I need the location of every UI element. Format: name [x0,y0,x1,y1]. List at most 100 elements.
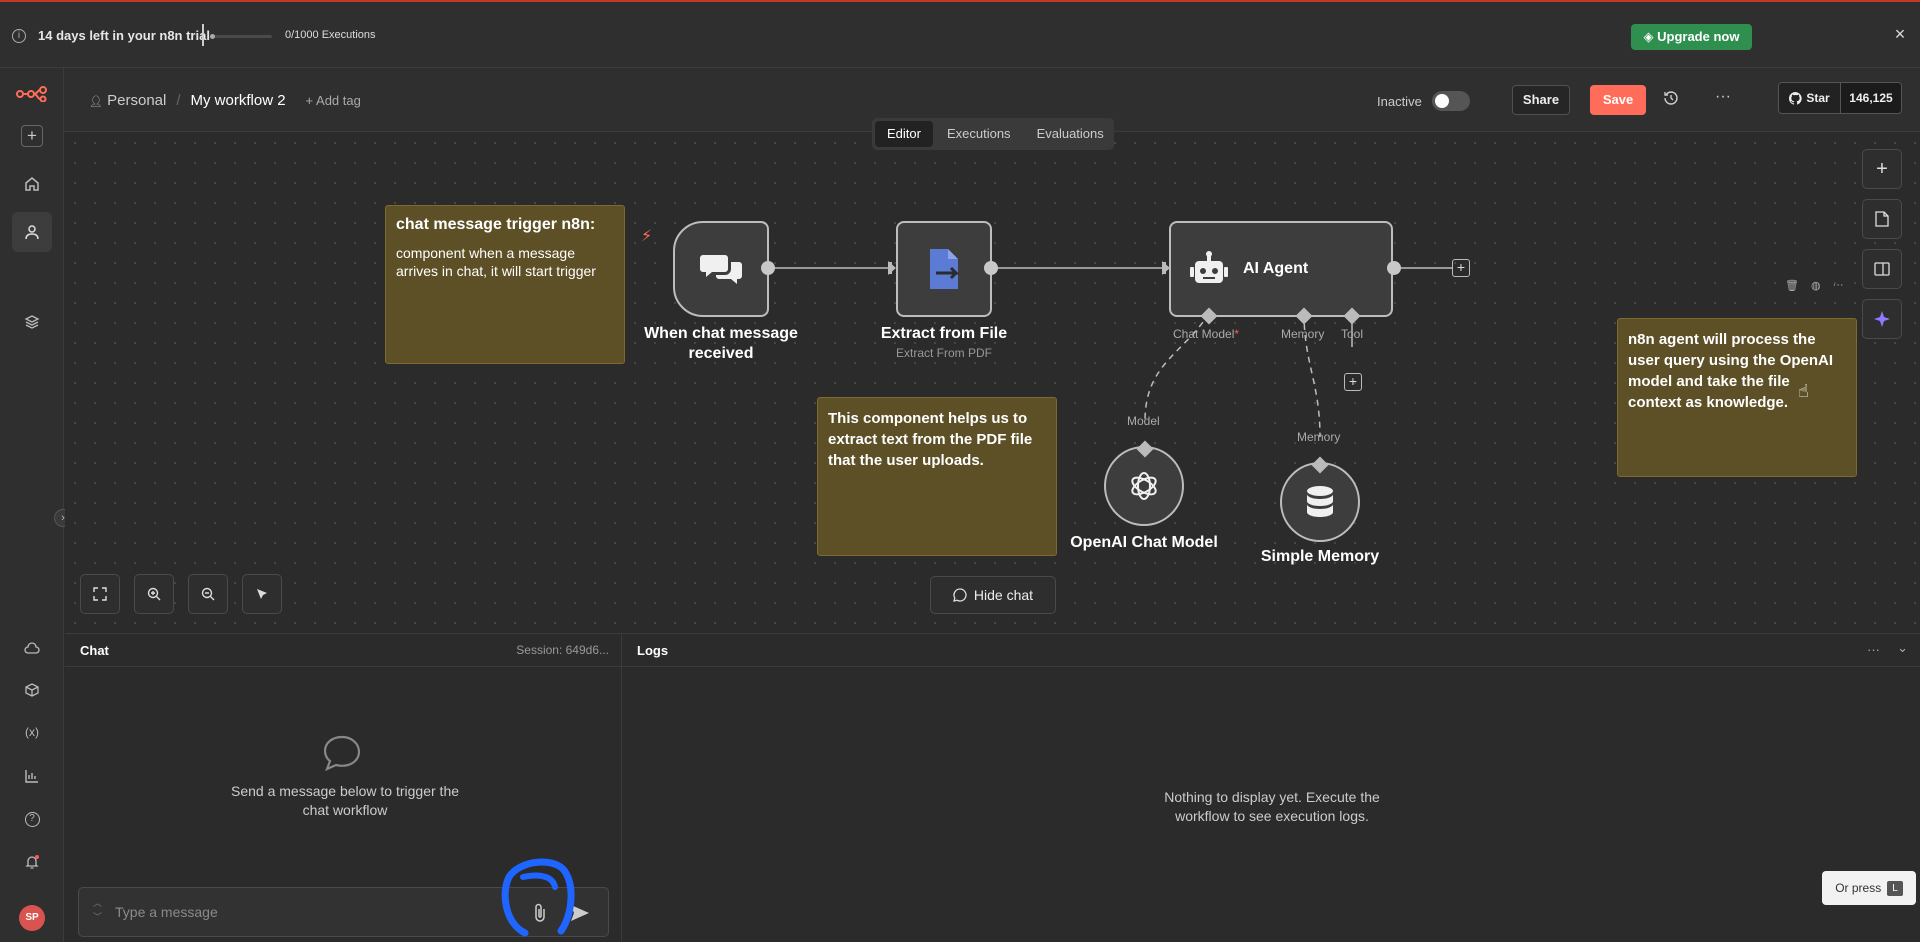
upgrade-label: Upgrade now [1657,29,1740,44]
node-extract-from-file[interactable] [896,221,992,317]
input-handle[interactable] [1162,262,1166,274]
node-label: AI Agent [1243,260,1309,277]
message-input[interactable] [115,902,495,922]
add-node-icon[interactable]: + [1862,149,1902,189]
port-label-memory-node: Memory [1297,430,1341,444]
cloud-icon[interactable] [12,628,52,668]
avatar[interactable]: SP [19,905,45,931]
database-icon [1307,486,1333,517]
ai-assistant-icon[interactable] [1862,299,1902,339]
required-mark: * [1234,327,1240,341]
logs-empty-text: Nothing to display yet. Execute the work… [1164,789,1380,824]
chevron-down-icon[interactable]: ⌄ [1897,640,1908,655]
hide-chat-button[interactable]: Hide chat [930,576,1056,614]
output-handle[interactable] [761,261,775,275]
session-id[interactable]: Session: 649d6... [516,643,609,657]
chat-header: Chat Session: 649d6... [65,634,621,667]
executions-progress [210,34,272,39]
sticky-note-agent[interactable]: n8n agent will process the user query us… [1617,318,1857,477]
insights-icon[interactable] [12,756,52,796]
bell-icon[interactable] [12,842,52,882]
executions-count: 0/1000 Executions [285,29,376,41]
tab-editor[interactable]: Editor [875,121,933,147]
sticky-toolbar: 🗑︎ ◍ ··· [1785,279,1895,295]
user-icon[interactable] [12,212,52,252]
tab-evaluations[interactable]: Evaluations [1036,126,1104,141]
lightning-icon: ⚡︎ [641,228,653,245]
github-icon [1789,91,1802,105]
port-label: Chat Model [1173,327,1235,341]
chat-panel: Chat Session: 649d6... Send a message be… [65,633,622,942]
node-chat-trigger[interactable] [673,221,769,317]
output-handle[interactable] [1387,261,1401,275]
panel-icon[interactable] [1862,249,1902,289]
sticky-title: chat message trigger n8n: [396,216,596,233]
zoom-in-icon[interactable] [134,574,174,614]
sticky-body: component when a message arrives in chat… [396,245,596,279]
breadcrumb-separator: / [176,92,181,109]
logs-panel: Logs ··· ⌄ Nothing to display yet. Execu… [622,633,1920,942]
toggle-knob [1435,94,1449,108]
save-button[interactable]: Save [1590,85,1646,115]
chat-title: Chat [80,643,109,658]
zoom-out-icon[interactable] [188,574,228,614]
add-tool-button[interactable]: + [1344,373,1362,391]
shortcut-hint: Or press L [1822,871,1916,905]
node-label: Extract from File [880,325,1008,342]
help-icon[interactable]: ? [12,799,52,839]
node-openai-chat-model[interactable] [1104,446,1184,526]
sticky-note-icon[interactable] [1862,199,1902,239]
close-icon[interactable]: × [1894,24,1906,44]
status-label: Inactive [1377,94,1422,109]
variables-icon[interactable]: (x) [25,725,39,739]
templates-icon[interactable] [12,670,52,710]
node-label: When chat message received [644,325,798,362]
palette-icon[interactable]: ◍ [1810,280,1821,292]
send-icon[interactable] [570,904,590,925]
add-tag-button[interactable]: + Add tag [305,93,361,108]
tidy-up-icon[interactable] [242,574,282,614]
user-icon: 👤︎ [89,96,103,108]
workflow-name[interactable]: My workflow 2 [190,92,286,109]
sticky-note-trigger[interactable]: chat message trigger n8n: component when… [385,205,625,364]
shortcut-label: Or press [1835,881,1882,895]
home-icon[interactable] [12,164,52,204]
more-options-icon[interactable]: ··· [1715,88,1731,105]
info-icon: i [12,29,26,43]
breadcrumb: 👤︎ Personal / My workflow 2 + Add tag [89,92,361,109]
node-ai-agent[interactable]: AI Agent [1169,221,1393,317]
chat-icon [953,588,967,602]
n8n-logo-icon[interactable] [12,74,52,114]
add-icon[interactable]: + [12,116,52,156]
shortcut-key: L [1887,880,1903,896]
project-link[interactable]: 👤︎ Personal [89,92,166,109]
add-node-button[interactable]: + [1452,259,1470,277]
github-star-button[interactable]: Star 146,125 [1778,82,1902,114]
workflow-canvas[interactable]: chat message trigger n8n: component when… [65,133,1920,633]
connection-model [1144,312,1210,422]
node-simple-memory[interactable] [1280,462,1360,542]
more-options-icon[interactable]: ··· [1832,279,1844,291]
history-icon[interactable] [1662,89,1686,113]
upgrade-button[interactable]: ◈ Upgrade now [1631,24,1752,50]
share-button[interactable]: Share [1512,85,1570,115]
node-label: OpenAI Chat Model [1070,534,1218,551]
tab-executions[interactable]: Executions [946,126,1011,141]
input-handle[interactable] [888,262,892,274]
history-arrows-icon[interactable]: ︿﹀ [93,898,103,922]
annotation-circle [501,858,575,937]
more-options-icon[interactable]: ··· [1867,642,1880,657]
left-sidebar: + › (x) ? SP [0,68,72,942]
layers-icon[interactable] [12,302,52,342]
fit-view-icon[interactable] [80,574,120,614]
github-star: Star [1779,83,1841,113]
active-toggle[interactable] [1432,91,1470,111]
chat-bubbles-icon [700,255,742,284]
sticky-note-extract[interactable]: This component helps us to extract text … [817,397,1057,556]
star-label: Star [1806,91,1830,105]
chat-bubble-icon [322,734,362,775]
attachment-icon[interactable] [533,903,547,926]
output-handle[interactable] [984,261,998,275]
file-export-icon [930,249,960,289]
trash-icon[interactable]: 🗑︎ [1785,280,1799,292]
